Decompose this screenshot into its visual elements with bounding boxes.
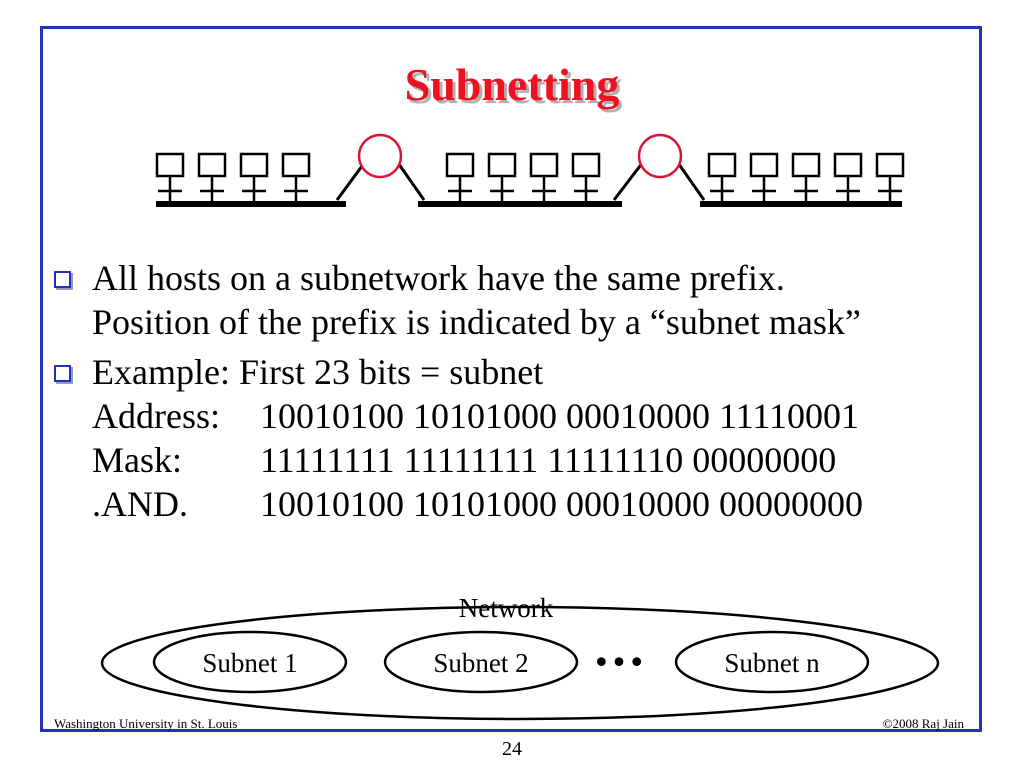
square-bullet-icon: [54, 365, 71, 382]
computer-icon: [571, 152, 601, 202]
lan-segment-2: [418, 152, 622, 207]
subnet-n-ellipse: [674, 630, 870, 694]
mask-row: Mask: 11111111 11111111 11111110 0000000…: [92, 438, 970, 482]
computer-icon: [833, 152, 863, 202]
computer-icon: [197, 152, 227, 202]
router-2-links: [612, 159, 706, 201]
lan-segment-1: [155, 152, 346, 207]
network-ellipse: [100, 605, 940, 721]
computer-icon: [239, 152, 269, 202]
computer-icon: [529, 152, 559, 202]
bullet-1-line-2: Position of the prefix is indicated by a…: [92, 302, 861, 342]
router-2-icon: [637, 133, 683, 179]
and-value: 10010100 10101000 00010000 00000000: [260, 484, 863, 524]
network-label: Network: [459, 593, 554, 623]
address-value: 10010100 10101000 00010000 11110001: [260, 396, 859, 436]
computer-icon: [707, 152, 737, 202]
subnet-1-ellipse: [152, 630, 348, 694]
square-bullet-icon: [54, 271, 71, 288]
computer-icon: [875, 152, 905, 202]
computer-icon: [281, 152, 311, 202]
address-label: Address:: [92, 396, 220, 436]
computer-icon: [155, 152, 185, 202]
lan-segment-3: [700, 152, 905, 207]
subnet-1-label: Subnet 1: [202, 648, 297, 678]
router-1-icon: [357, 133, 403, 179]
subnet-n-label: Subnet n: [724, 648, 820, 678]
slide-title: Subnetting: [404, 59, 620, 110]
computer-icon: [749, 152, 779, 202]
mask-label: Mask:: [92, 440, 182, 480]
address-row: Address: 10010100 10101000 00010000 1111…: [92, 394, 970, 438]
slide-frame: [40, 26, 982, 732]
computer-icon: [445, 152, 475, 202]
bullet-list: All hosts on a subnetwork have the same …: [50, 256, 970, 526]
router-1-links: [335, 159, 426, 201]
ellipsis-dots: •••: [592, 646, 645, 681]
mask-value: 11111111 11111111 11111110 00000000: [260, 440, 837, 480]
and-label: .AND.: [92, 484, 188, 524]
computer-icon: [487, 152, 517, 202]
bullet-item-1: All hosts on a subnetwork have the same …: [50, 256, 970, 344]
footer-copyright: ©2008 Raj Jain: [882, 716, 964, 731]
computer-icon: [791, 152, 821, 202]
footer-institution: Washington University in St. Louis: [54, 716, 238, 731]
bullet-1-line-1: All hosts on a subnetwork have the same …: [92, 258, 785, 298]
subnet-2-label: Subnet 2: [433, 648, 528, 678]
and-row: .AND. 10010100 10101000 00010000 0000000…: [92, 482, 970, 526]
bullet-item-2: Example: First 23 bits = subnet Address:…: [50, 350, 970, 526]
bullet-2-line-1: Example: First 23 bits = subnet: [92, 352, 544, 392]
subnet-2-ellipse: [383, 630, 579, 694]
page-number: 24: [502, 738, 522, 760]
